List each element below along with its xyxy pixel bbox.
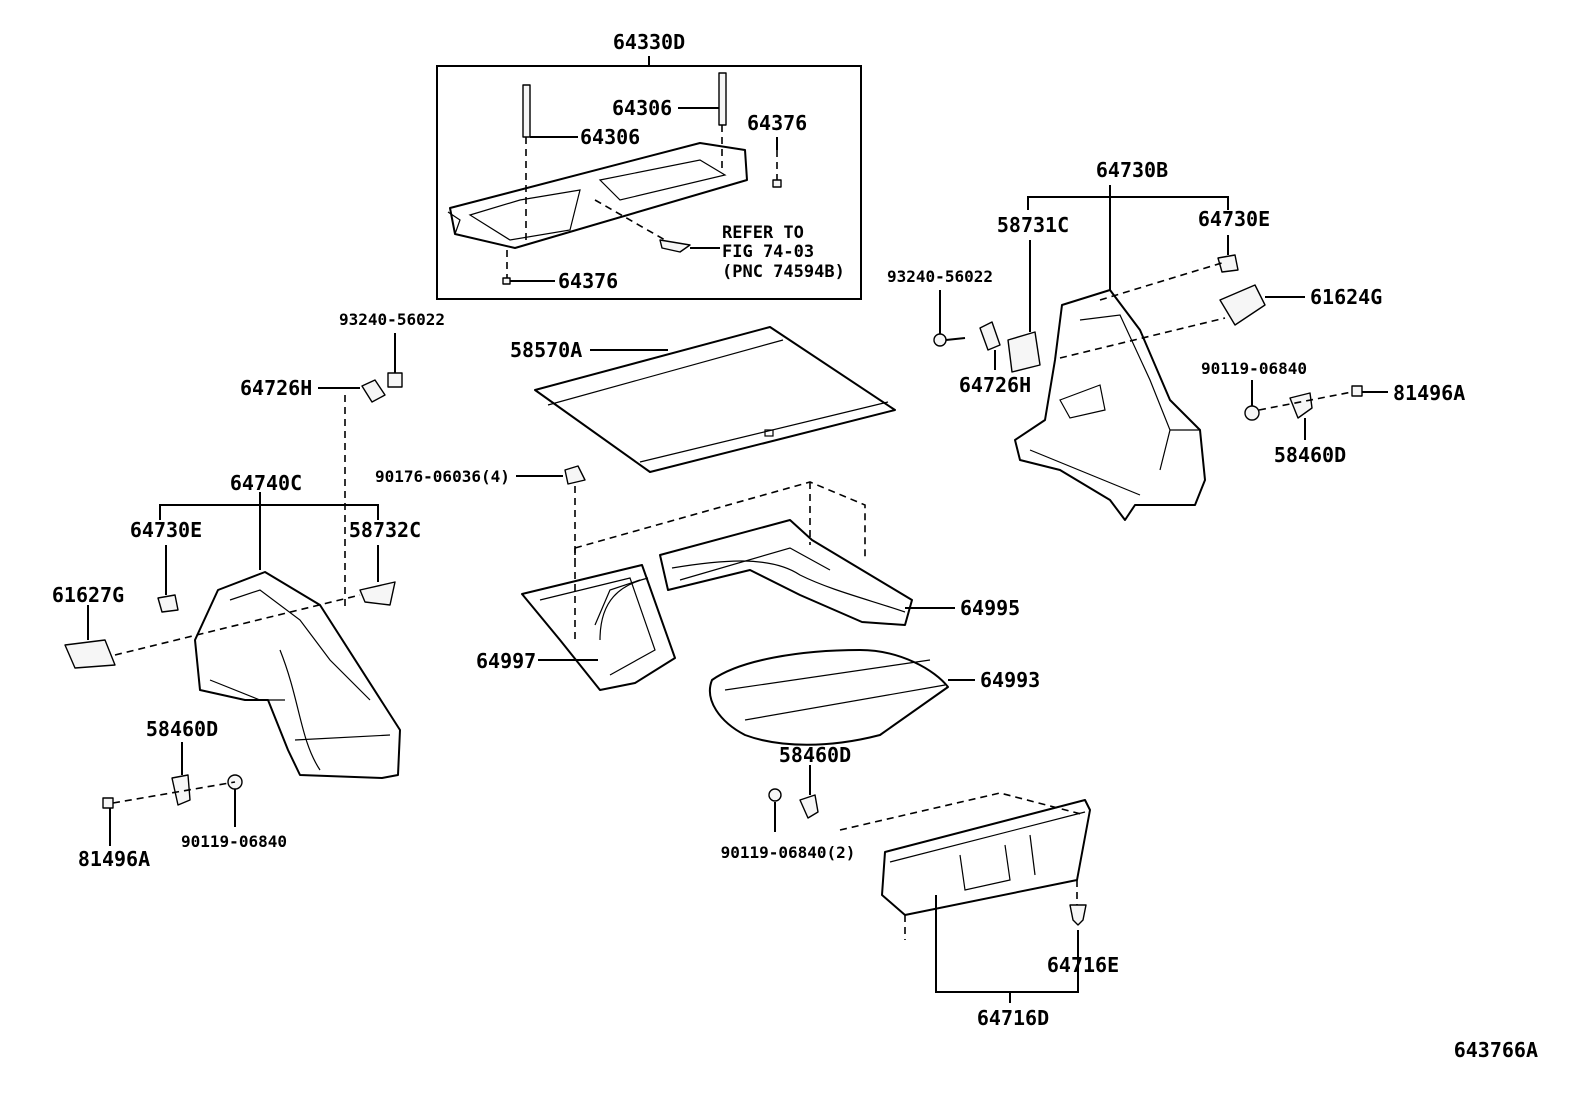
mat-58570A [534, 326, 896, 473]
label-90119-left: 90119-06840 [181, 832, 287, 851]
label-58732C: 58732C [349, 518, 421, 542]
storage-box-64997 [521, 564, 676, 691]
label-64376-lower: 64376 [558, 269, 618, 293]
label-64993: 64993 [980, 668, 1040, 692]
cargo-mat [534, 326, 896, 473]
label-64376-upper: 64376 [747, 111, 807, 135]
label-64997: 64997 [476, 649, 536, 673]
label-81496A-right: 81496A [1393, 381, 1465, 405]
label-81496A-left: 81496A [78, 847, 150, 871]
label-64716E: 64716E [1047, 953, 1119, 977]
post-64306-right [718, 72, 727, 126]
right-side-trim [933, 185, 1388, 521]
label-90119-middle: 90119-06840(2) [721, 843, 856, 862]
label-64306-lower: 64306 [580, 125, 640, 149]
label-58460D-middle: 58460D [779, 743, 851, 767]
storage-box-64995 [659, 519, 955, 626]
label-61624G: 61624G [1310, 285, 1382, 309]
clip-90176 [516, 465, 586, 560]
tonneau-cover-group [436, 56, 862, 300]
post-64306-left [522, 84, 531, 138]
label-93240-left: 93240-56022 [339, 310, 445, 329]
label-64726H-left: 64726H [240, 376, 312, 400]
label-64730E-right: 64730E [1198, 207, 1270, 231]
label-90176: 90176-06036(4) [375, 467, 510, 486]
label-58570A: 58570A [510, 338, 582, 362]
label-58731C: 58731C [997, 213, 1069, 237]
refer-line-2: FIG 74-03 [722, 242, 814, 262]
label-61627G: 61627G [52, 583, 124, 607]
label-64726H-right: 64726H [959, 373, 1031, 397]
refer-line-1: REFER TO [722, 223, 804, 243]
tonneau-cover-panel [449, 142, 748, 249]
label-90119-right: 90119-06840 [1201, 359, 1307, 378]
label-58460D-left: 58460D [146, 717, 218, 741]
clip-64376-left [502, 277, 511, 285]
clip-64376-right [772, 179, 782, 188]
left-side-trim [64, 333, 403, 846]
rear-sill-cover [768, 765, 1091, 1003]
label-58460D-right: 58460D [1274, 443, 1346, 467]
label-64306-upper: 64306 [612, 96, 672, 120]
callout-labels: 64330D 64306 64306 64376 64376 REFER TO … [52, 30, 1538, 1062]
label-93240-right: 93240-56022 [887, 267, 993, 286]
refer-line-3: (PNC 74594B) [722, 262, 845, 282]
label-64740C: 64740C [230, 471, 302, 495]
label-64730E-left: 64730E [130, 518, 202, 542]
trim-64730B [1014, 289, 1206, 521]
guide-dashes [574, 481, 866, 560]
label-64730B: 64730B [1096, 158, 1168, 182]
spare-tire-cover-64993 [709, 649, 975, 746]
figure-id: 643766A [1454, 1038, 1538, 1062]
label-64995: 64995 [960, 596, 1020, 620]
label-64716D: 64716D [977, 1006, 1049, 1030]
sill-64716D [881, 799, 1091, 916]
label-64330D: 64330D [613, 30, 685, 54]
